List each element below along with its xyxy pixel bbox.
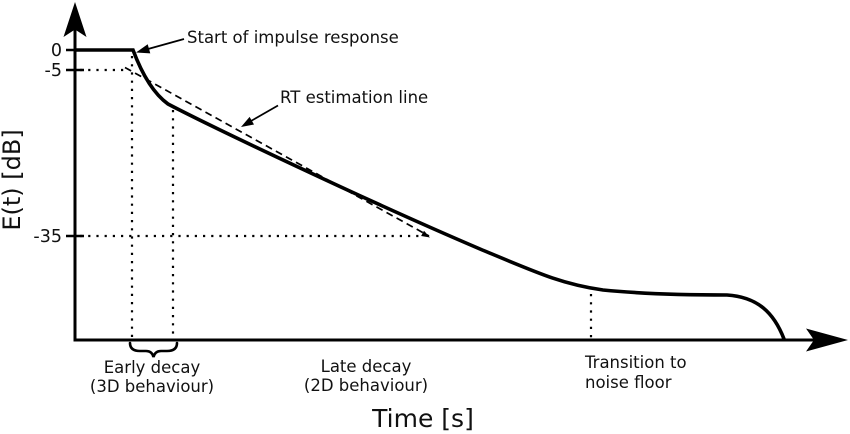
rt-estimation-label: RT estimation line	[280, 88, 428, 107]
rt-estimation-arrowhead-icon	[241, 116, 254, 127]
tick-label-minus5: -5	[45, 61, 62, 81]
start-of-impulse-arrow-line	[147, 38, 185, 50]
early-decay-brace-icon	[128, 341, 179, 358]
rt-estimation-arrow-line	[250, 104, 279, 122]
start-of-impulse-arrowhead-icon	[136, 44, 151, 54]
rt-estimation-line-end-arrowhead-icon	[421, 230, 430, 238]
x-axis-arrowhead-icon	[806, 328, 848, 352]
early-decay-label-line2: (3D behaviour)	[90, 377, 214, 396]
y-axis-title: E(t) [dB]	[0, 129, 26, 230]
tick-label-minus35: -35	[33, 227, 62, 247]
late-decay-label-line2: (2D behaviour)	[304, 376, 428, 395]
late-decay-label-line1: Late decay	[321, 357, 412, 376]
x-axis-title: Time [s]	[371, 404, 474, 433]
transition-label-line2: noise floor	[585, 373, 672, 392]
rt-estimation-dashed-line	[124, 66, 430, 237]
start-of-impulse-label: Start of impulse response	[187, 28, 399, 47]
y-axis-arrowhead-icon	[63, 2, 87, 37]
energy-decay-curve	[73, 48, 786, 341]
transition-label-line1: Transition to	[584, 353, 687, 372]
early-decay-label-line1: Early decay	[104, 358, 201, 377]
tick-label-0: 0	[51, 41, 62, 61]
